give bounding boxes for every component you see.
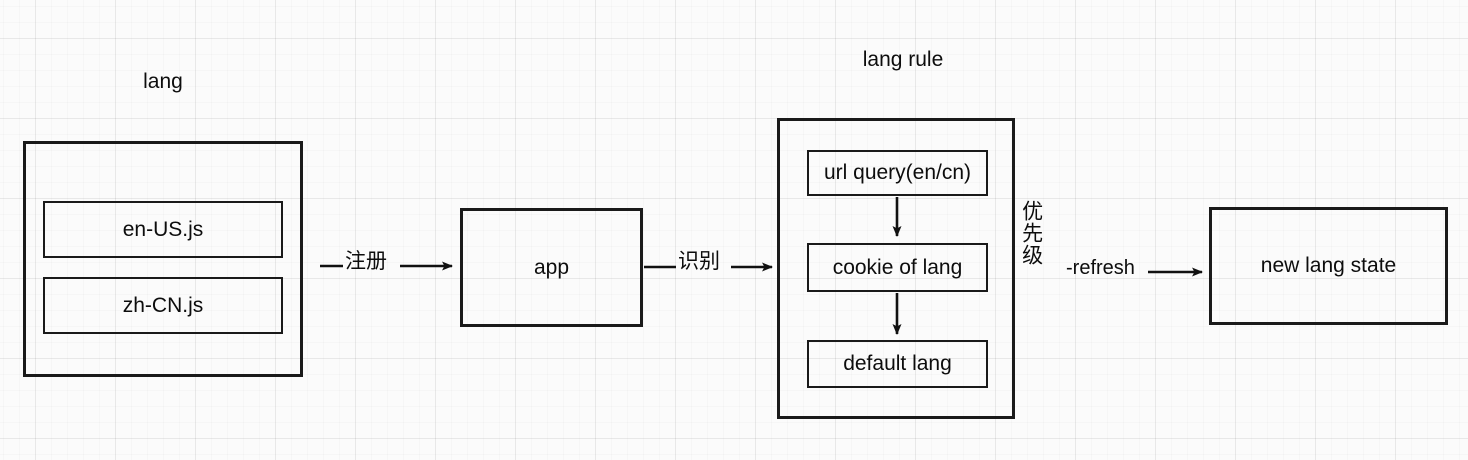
edge-label-identify: 识别 [678, 250, 720, 273]
edge-label-refresh: -refresh [1066, 257, 1135, 279]
lang-item-zh-cn[interactable]: zh-CN.js [43, 277, 283, 334]
rule-item-default-lang[interactable]: default lang [807, 340, 988, 388]
new-lang-state-label: new lang state [1260, 254, 1397, 278]
rule-item-default-lang-label: default lang [843, 352, 952, 376]
lang-group-caption: lang [143, 70, 183, 93]
priority-annotation: 优先级 [1019, 200, 1043, 266]
lang-group-box [23, 141, 303, 377]
lang-rule-group-box [777, 118, 1015, 419]
rule-item-cookie-of-lang-label: cookie of lang [832, 255, 963, 279]
lang-item-en-us-label: en-US.js [122, 217, 204, 241]
rule-item-url-query[interactable]: url query(en/cn) [807, 150, 988, 196]
lang-rule-caption: lang rule [862, 48, 944, 71]
lang-item-en-us[interactable]: en-US.js [43, 201, 283, 258]
app-node-label: app [533, 255, 570, 279]
rule-item-url-query-label: url query(en/cn) [823, 161, 972, 185]
new-lang-state-node[interactable]: new lang state [1209, 207, 1448, 325]
rule-item-cookie-of-lang[interactable]: cookie of lang [807, 243, 988, 292]
app-node[interactable]: app [460, 208, 643, 327]
edge-label-register: 注册 [345, 250, 387, 273]
lang-item-zh-cn-label: zh-CN.js [122, 293, 204, 317]
